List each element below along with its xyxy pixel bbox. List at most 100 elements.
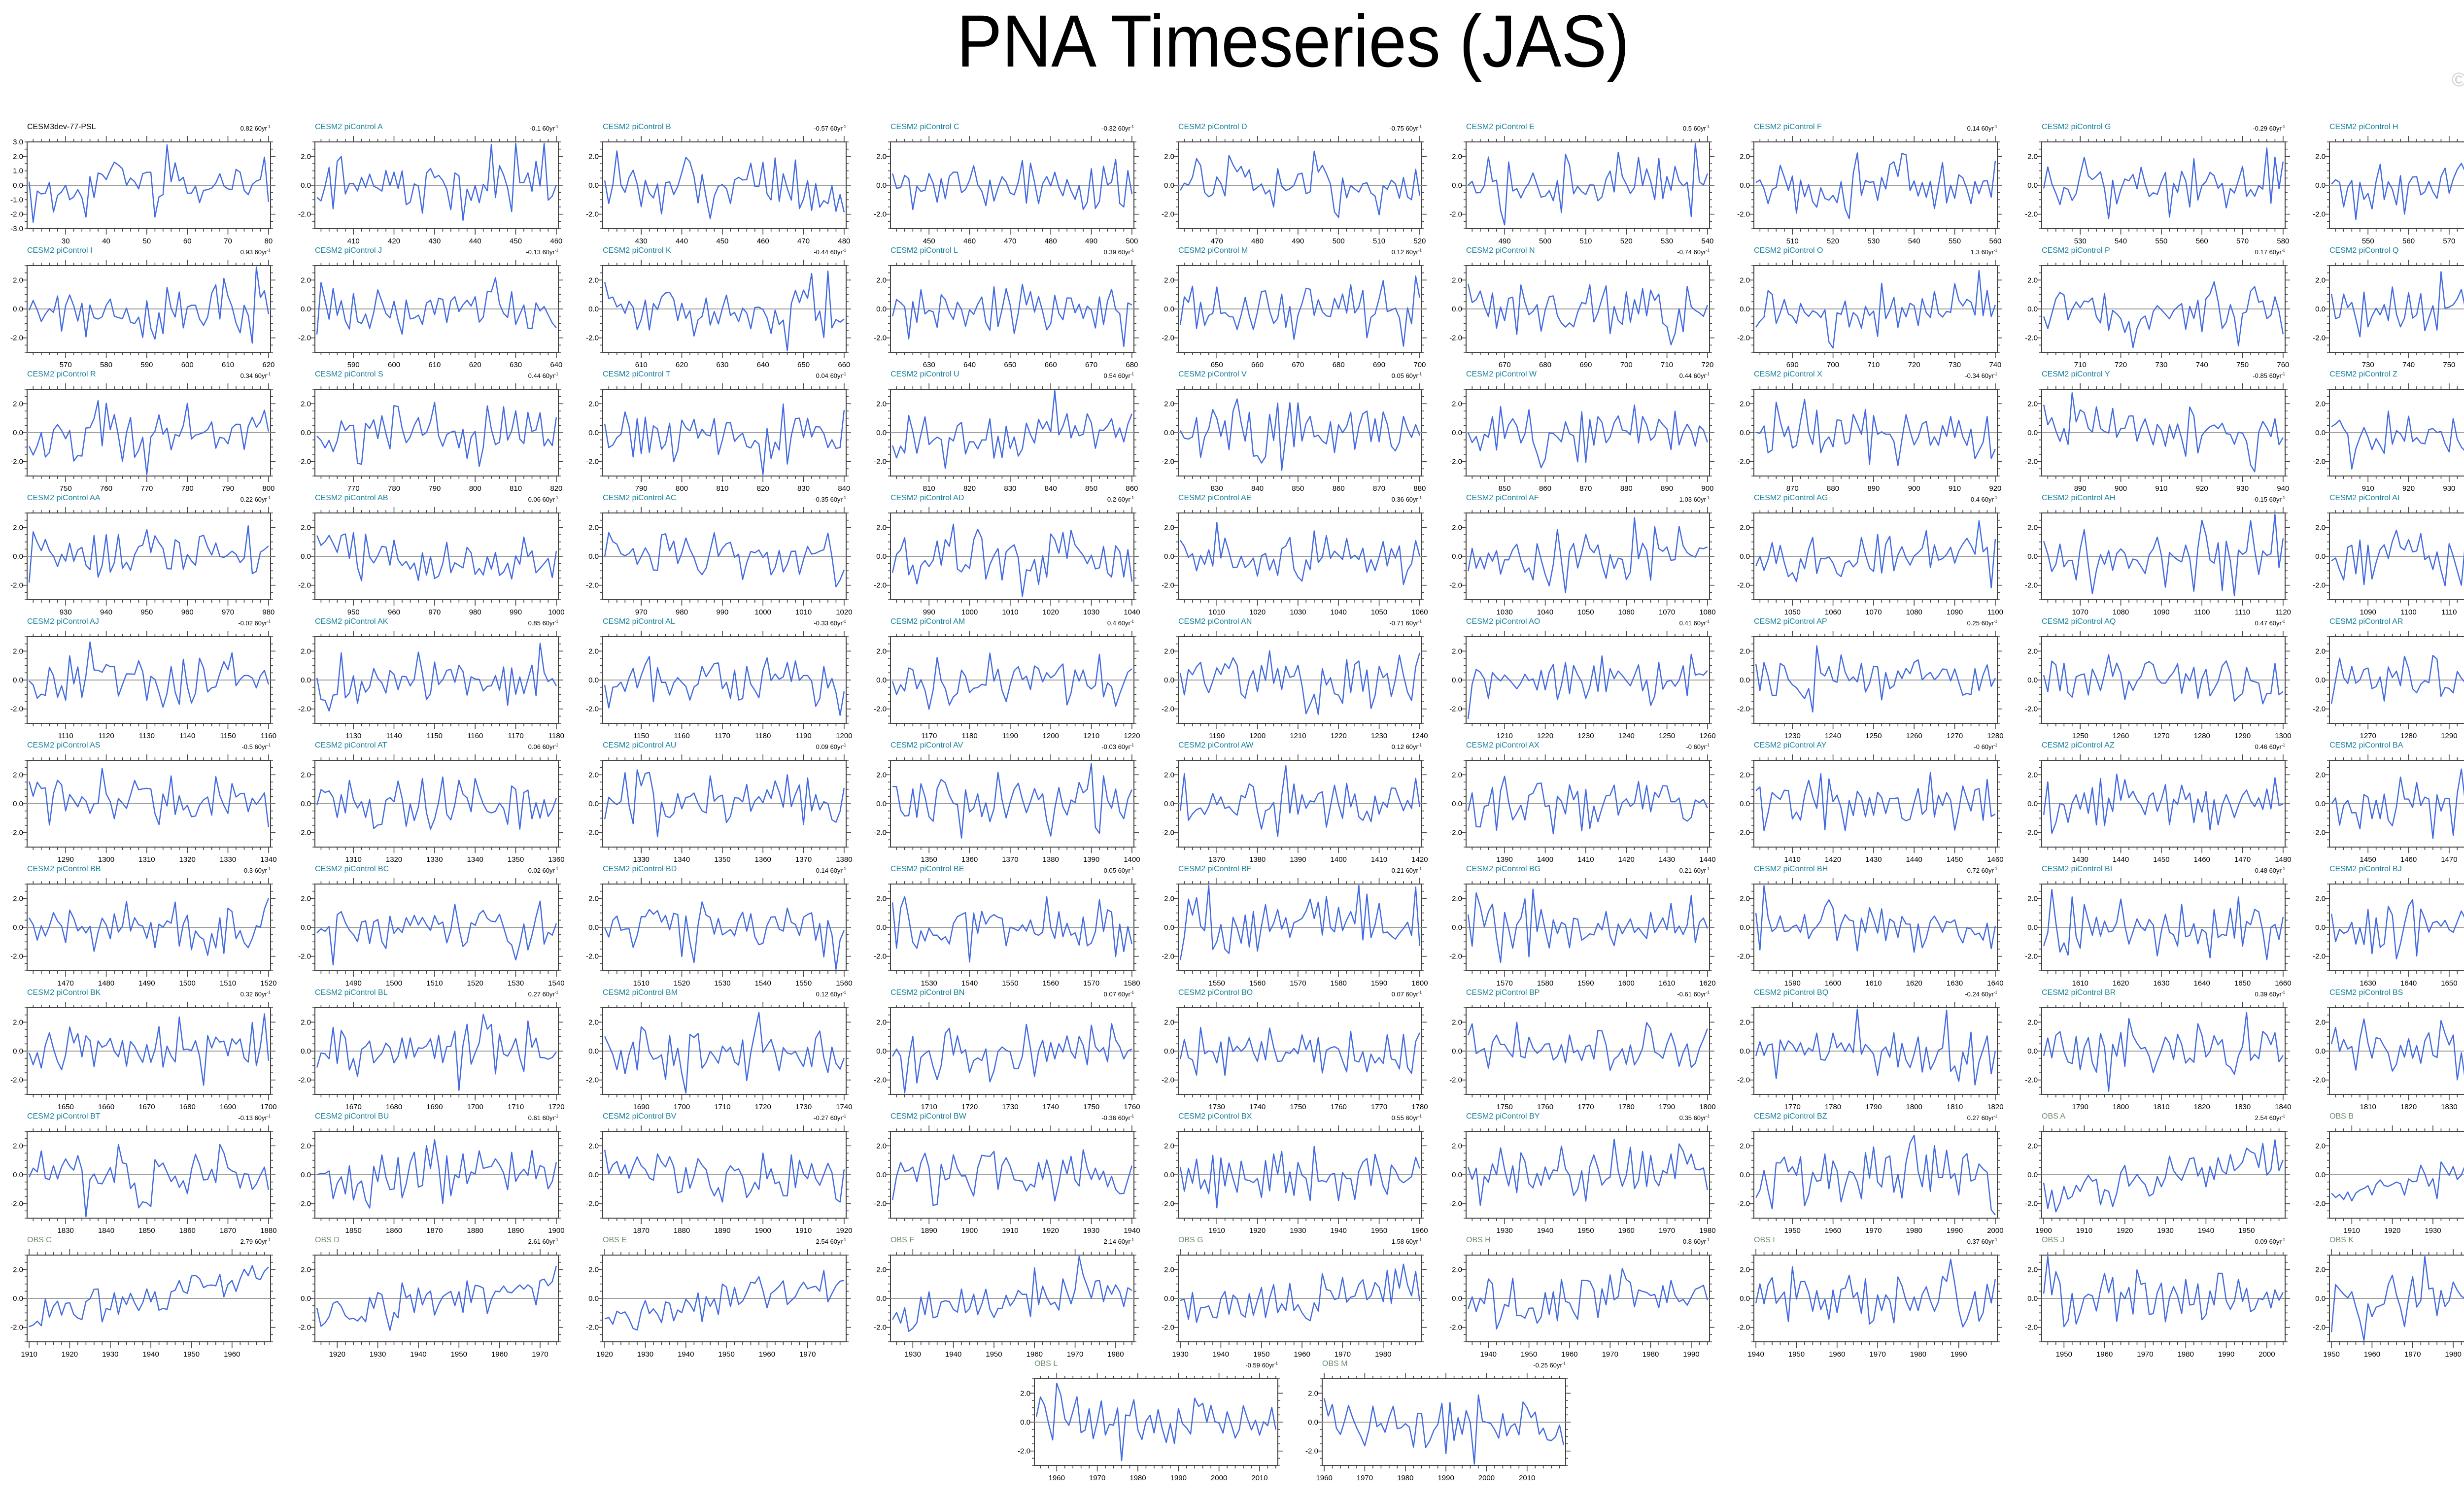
y-axis-ticks <box>1173 760 1427 848</box>
x-tick-label: 1590 <box>1577 979 1594 988</box>
x-axis-ticks <box>1184 878 1420 977</box>
x-tick-label: 440 <box>676 237 688 245</box>
x-axis-ticks <box>2047 631 2284 729</box>
trend-unit: 60yr <box>2269 743 2282 750</box>
panel-title: CESM2 piControl V <box>1178 370 1247 378</box>
x-tick-label: 1770 <box>1371 1103 1387 1111</box>
x-axis-ticks <box>608 383 845 482</box>
x-tick-label: 1010 <box>795 608 812 616</box>
y-tick-label: 2.0 <box>1740 1142 1750 1150</box>
y-axis-ticks <box>598 636 851 724</box>
panel-title: CESM2 piControl AP <box>1754 617 1827 626</box>
y-axis-ticks <box>2325 1007 2329 1095</box>
x-tick-label: 710 <box>2074 361 2087 369</box>
y-tick-label: 2.0 <box>1452 1265 1462 1274</box>
trend-label: 0.05 60yr-1 <box>1104 867 1134 874</box>
x-tick-label: 930 <box>60 608 72 616</box>
x-tick-label: 1130 <box>139 732 155 740</box>
y-axis-ticks <box>310 636 563 724</box>
series-line <box>604 270 845 351</box>
x-tick-label: 1550 <box>795 979 812 988</box>
trend-unit: 60yr <box>1118 1114 1130 1122</box>
trend-exponent: -1 <box>1706 495 1710 500</box>
y-tick-label: 2.0 <box>2027 1265 2038 1274</box>
y-tick-label: -2.0 <box>874 581 887 590</box>
x-tick-label: 1500 <box>179 979 196 988</box>
x-tick-label: 1980 <box>1906 1226 1922 1235</box>
trend-unit: 60yr <box>1981 743 1994 750</box>
y-tick-label: -2.0 <box>1162 705 1174 714</box>
x-tick-label: 1190 <box>795 732 811 740</box>
x-axis-ticks <box>2047 507 2284 606</box>
trend-exponent: -1 <box>1130 990 1134 995</box>
x-tick-label: 2000 <box>1987 1226 2003 1235</box>
x-tick-label: 1260 <box>2113 732 2129 740</box>
panel-title: OBS G <box>1178 1236 1203 1244</box>
trend-exponent: -1 <box>842 495 846 500</box>
x-tick-label: 1690 <box>426 1103 443 1111</box>
y-tick-label: -2.0 <box>586 953 599 961</box>
x-tick-label: 1800 <box>1699 1103 1715 1111</box>
trend-label: -0.71 60yr-1 <box>1389 619 1422 626</box>
x-tick-label: 1120 <box>2275 608 2291 616</box>
trend-exponent: -1 <box>842 1114 846 1119</box>
trend-exponent: -1 <box>1562 1361 1566 1366</box>
panel-title: CESM2 piControl H <box>2329 123 2398 131</box>
trend-unit: 60yr <box>254 1114 267 1122</box>
x-axis-ticks <box>33 1125 269 1224</box>
trend-unit: 60yr <box>1405 125 1418 132</box>
panel-title: CESM2 piControl BM <box>603 988 678 997</box>
panel-title: CESM2 piControl BE <box>890 865 964 873</box>
x-tick-label: 1970 <box>1659 1226 1675 1235</box>
x-axis-ticks <box>1184 1002 1420 1100</box>
trend-unit: 60yr <box>830 248 843 256</box>
trend-label: 0.06 60yr-1 <box>528 496 558 503</box>
trend-unit: 60yr <box>542 496 555 503</box>
x-tick-label: 1920 <box>2117 1226 2133 1235</box>
x-tick-label: 1730 <box>1209 1103 1225 1111</box>
series-line <box>1467 1138 1709 1206</box>
x-tick-label: 1990 <box>1170 1474 1187 1482</box>
x-tick-label: 480 <box>838 237 850 245</box>
panel-title: CESM3dev-77-PSL <box>27 123 96 131</box>
x-tick-label: 820 <box>550 484 562 493</box>
panel-title: CESM2 piControl AU <box>603 741 677 750</box>
x-axis-ticks <box>896 507 1132 606</box>
y-tick-label: -2.0 <box>874 829 887 837</box>
x-axis-ticks <box>608 631 845 729</box>
trend-exponent: -1 <box>1706 124 1710 129</box>
x-tick-label: 1930 <box>1497 1226 1513 1235</box>
x-tick-label: 1100 <box>2400 608 2416 616</box>
trend-label: 0.12 60yr-1 <box>816 990 846 997</box>
series-line <box>2330 654 2464 704</box>
x-tick-label: 1770 <box>1784 1103 1801 1111</box>
y-axis-ticks <box>886 141 1139 229</box>
y-axis-ticks <box>310 760 563 848</box>
x-tick-label: 1970 <box>1089 1474 1105 1482</box>
x-tick-label: 450 <box>716 237 728 245</box>
trend-value: 0.41 <box>1679 619 1692 627</box>
panel-title: CESM2 piControl AX <box>1466 741 1540 750</box>
y-axis-ticks <box>886 1131 1139 1219</box>
y-tick-label: 0.0 <box>13 923 23 932</box>
y-axis-ticks <box>2325 512 2329 600</box>
trend-label: 0.4 60yr-1 <box>1971 496 1997 503</box>
y-tick-label: 0.0 <box>1164 305 1174 313</box>
x-axis-ticks <box>320 136 557 235</box>
x-tick-label: 1010 <box>1209 608 1225 616</box>
x-tick-label: 1930 <box>102 1350 118 1359</box>
x-tick-label: 1800 <box>1906 1103 1922 1111</box>
x-tick-label: 1280 <box>1987 732 2003 740</box>
x-tick-label: 1060 <box>1825 608 1841 616</box>
x-tick-label: 890 <box>2074 484 2087 493</box>
series-line <box>1323 1394 1565 1465</box>
x-tick-label: 1700 <box>260 1103 276 1111</box>
x-tick-label: 740 <box>2402 361 2415 369</box>
x-tick-label: 990 <box>716 608 728 616</box>
series-line <box>2330 1256 2464 1341</box>
trend-exponent: -1 <box>267 743 271 748</box>
